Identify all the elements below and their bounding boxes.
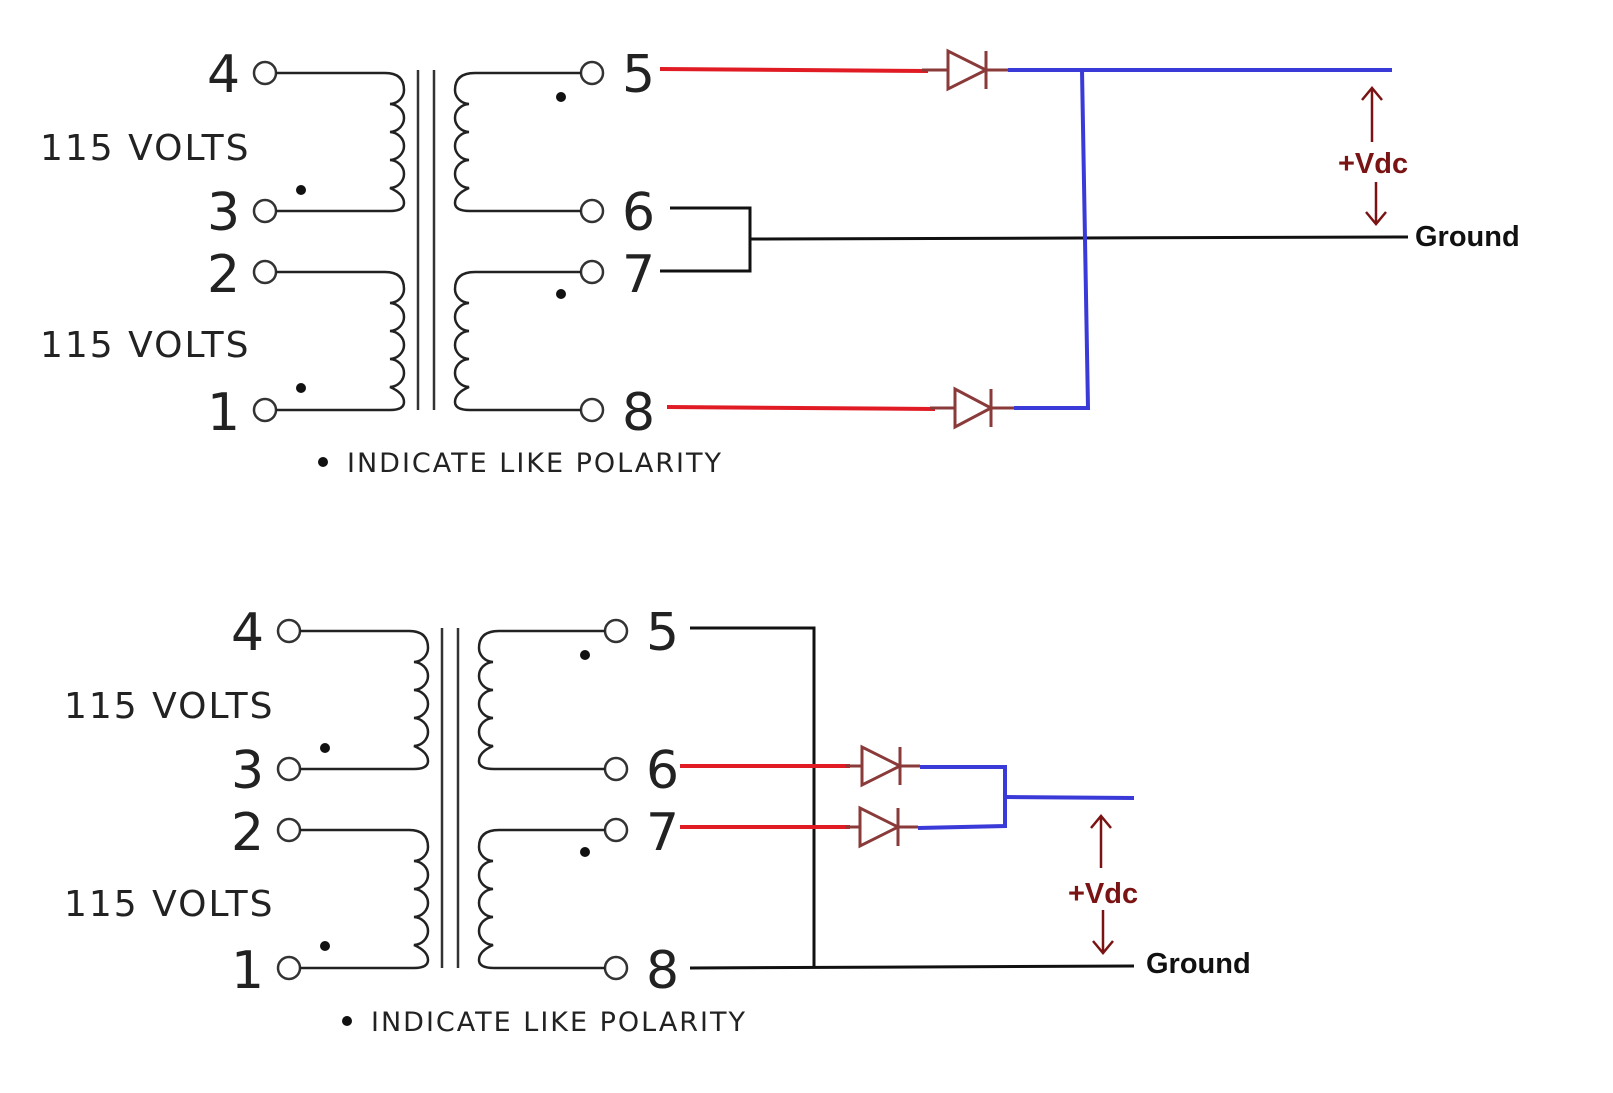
pin-6-label: 6 (622, 183, 655, 243)
polarity-note-dot (318, 457, 328, 467)
terminal-4 (276, 618, 302, 644)
terminal-4 (252, 60, 278, 86)
primary-voltage-label-upper: 115 VOLTS (64, 686, 274, 727)
secondary-winding-lower (477, 828, 605, 970)
vdc-arrow-2 (1090, 814, 1114, 955)
primary-winding-upper (300, 629, 430, 771)
pin-7-label: 7 (646, 803, 679, 863)
secondary-winding-upper (453, 71, 581, 213)
pin-5-label: 5 (622, 45, 655, 105)
terminal-7 (579, 259, 605, 285)
ground-wire (689, 964, 1135, 970)
dc-return-wire (1014, 69, 1091, 410)
pin-5-label: 5 (646, 603, 679, 663)
polarity-dot-pin-5 (556, 92, 566, 102)
diode-lower (845, 805, 918, 849)
primary-voltage-label-lower: 115 VOLTS (64, 884, 274, 925)
polarity-dot-pin-1 (320, 941, 330, 951)
pin-1-label: 1 (231, 941, 264, 1001)
vdc-label-2: +Vdc (1068, 878, 1138, 910)
polarity-note: INDICATE LIKE POLARITY (371, 1007, 747, 1038)
pin-8-label: 8 (646, 941, 679, 1001)
ground-wire (749, 235, 1409, 241)
pin-4-label: 4 (231, 603, 264, 663)
rectifier-input-wire-pin-8 (666, 405, 936, 411)
polarity-dot-pin-3 (296, 185, 306, 195)
pin-3-label: 3 (207, 183, 240, 243)
terminal-7 (603, 817, 629, 843)
polarity-dot-pin-7 (580, 847, 590, 857)
center-tap-bridge (660, 206, 752, 273)
pin-3-label: 3 (231, 741, 264, 801)
pin-2-label: 2 (231, 803, 264, 863)
ground-label-1: Ground (1415, 221, 1520, 253)
primary-winding-lower (276, 270, 406, 412)
terminal-3 (252, 198, 278, 224)
terminal-2 (276, 817, 302, 843)
terminal-5 (603, 618, 629, 644)
terminal-8 (603, 955, 629, 981)
pin-7-label: 7 (622, 245, 655, 305)
terminal-6 (603, 756, 629, 782)
pin-6-label: 6 (646, 741, 679, 801)
polarity-dot-pin-7 (556, 289, 566, 299)
primary-voltage-label-upper: 115 VOLTS (40, 128, 250, 169)
transformer-diagram-2: 4 3 2 1 5 6 7 8 115 VOLTS 115 VOLTS INDI… (64, 603, 1251, 1038)
terminal-5 (579, 60, 605, 86)
secondary-winding-upper (477, 629, 605, 771)
dc-join-wire (917, 765, 1007, 830)
dc-output-wire (1004, 795, 1135, 800)
terminal-8 (579, 397, 605, 423)
polarity-dot-pin-3 (320, 743, 330, 753)
secondary-winding-lower (453, 270, 581, 412)
terminal-1 (252, 397, 278, 423)
outer-tap-wire-pin-5 (690, 626, 816, 968)
diode-lower (930, 386, 1014, 430)
polarity-note-dot (342, 1016, 352, 1026)
polarity-note: INDICATE LIKE POLARITY (347, 448, 723, 479)
rectifier-input-wire-pin-5 (659, 67, 929, 73)
pin-4-label: 4 (207, 45, 240, 105)
terminal-1 (276, 955, 302, 981)
polarity-dot-pin-5 (580, 650, 590, 660)
vdc-label-1: +Vdc (1338, 148, 1408, 180)
primary-winding-lower (300, 828, 430, 970)
pin-1-label: 1 (207, 383, 240, 443)
transformer-diagram-1: 4 3 2 1 5 6 7 8 115 VOLTS 115 VOLTS (40, 45, 1520, 479)
pin-8-label: 8 (622, 383, 655, 443)
diode-upper (845, 744, 920, 788)
ground-label-2: Ground (1146, 948, 1251, 980)
vdc-arrow-1 (1361, 86, 1387, 226)
primary-winding-upper (276, 71, 406, 213)
pin-2-label: 2 (207, 245, 240, 305)
terminal-3 (276, 756, 302, 782)
primary-voltage-label-lower: 115 VOLTS (40, 325, 250, 366)
diode-upper (922, 48, 1008, 92)
terminal-2 (252, 259, 278, 285)
polarity-dot-pin-1 (296, 383, 306, 393)
terminal-6 (579, 198, 605, 224)
